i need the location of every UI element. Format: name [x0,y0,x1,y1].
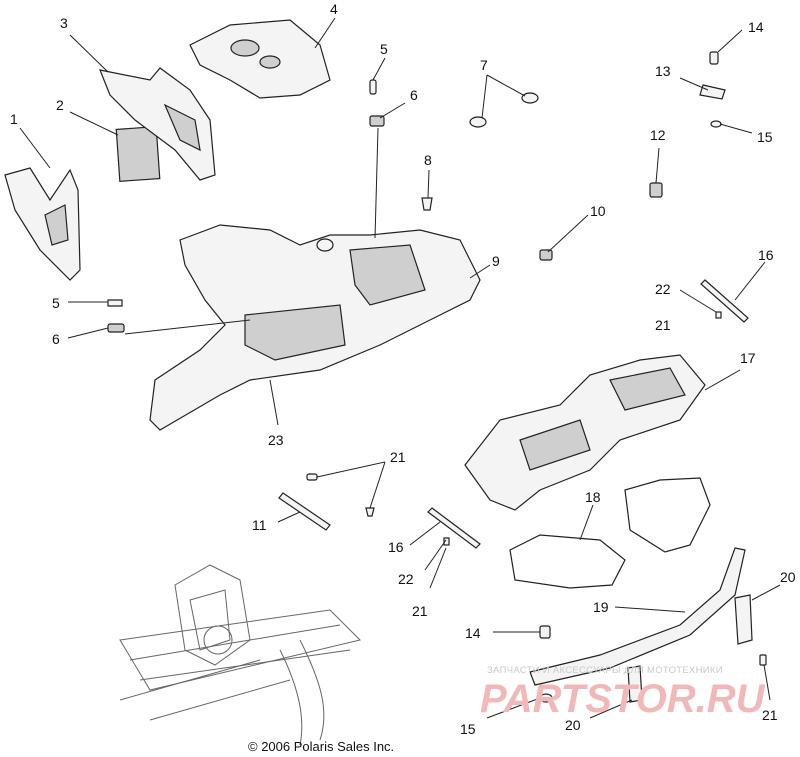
callout-labels: 1 2 3 4 5 6 7 8 9 10 11 12 13 14 15 16 2… [10,1,796,737]
vehicle-frame-sketch [119,564,361,746]
part-3-side-panel [99,67,216,181]
leader-lines [19,17,781,719]
part-2-decal [115,126,161,182]
hardware-items [107,51,767,703]
callout-23: 23 [268,432,284,448]
callout-16-right: 16 [758,247,774,263]
part-9-rear-body [149,224,481,431]
callout-22-left: 22 [398,571,414,587]
part-19-rail [529,547,746,686]
callout-11: 11 [252,517,267,533]
callout-22-right: 22 [655,281,671,297]
callout-4: 4 [330,1,338,17]
callout-2: 2 [56,97,64,113]
copyright-notice: © 2006 Polaris Sales Inc. [248,739,394,754]
callout-15-top: 15 [757,129,773,145]
callout-14-top: 14 [748,19,764,35]
part-17-rack [464,354,706,511]
part-18-gaskets [509,477,711,589]
callout-19: 19 [593,599,609,615]
callout-7: 7 [480,57,488,73]
callout-20-right: 20 [780,569,796,585]
callout-17: 17 [740,350,756,366]
callout-8: 8 [424,152,432,168]
callout-3: 3 [60,15,68,31]
callout-12: 12 [650,127,666,143]
callout-16-left: 16 [388,539,404,555]
callout-5-left: 5 [52,295,60,311]
callout-18: 18 [585,489,601,505]
callout-21-right: 21 [655,317,671,333]
callout-21-left: 21 [412,603,428,619]
watermark: ЗАПЧАСТИ И АКСЕССУАРЫ ДЛЯ МОТОТЕХНИКИ PA… [480,665,766,721]
callout-6-top: 6 [410,87,418,103]
callout-6-left: 6 [52,331,60,347]
callout-15-lower: 15 [460,721,476,737]
callout-1: 1 [10,111,18,127]
callout-10: 10 [590,203,606,219]
callout-5-top: 5 [380,41,388,57]
part-4-top-cover [189,19,331,99]
part-20-brackets [627,594,753,703]
callout-20-lower: 20 [565,717,581,733]
callout-21-mid: 21 [390,449,406,465]
part-1-left-panel [4,167,81,281]
callout-9: 9 [492,253,500,269]
callout-14-lower: 14 [465,625,481,641]
callout-21-lower: 21 [762,707,778,723]
watermark-tagline: ЗАПЧАСТИ И АКСЕССУАРЫ ДЛЯ МОТОТЕХНИКИ [487,665,723,676]
callout-13: 13 [655,63,671,79]
watermark-logo: PARTSTOR.RU [480,677,766,721]
